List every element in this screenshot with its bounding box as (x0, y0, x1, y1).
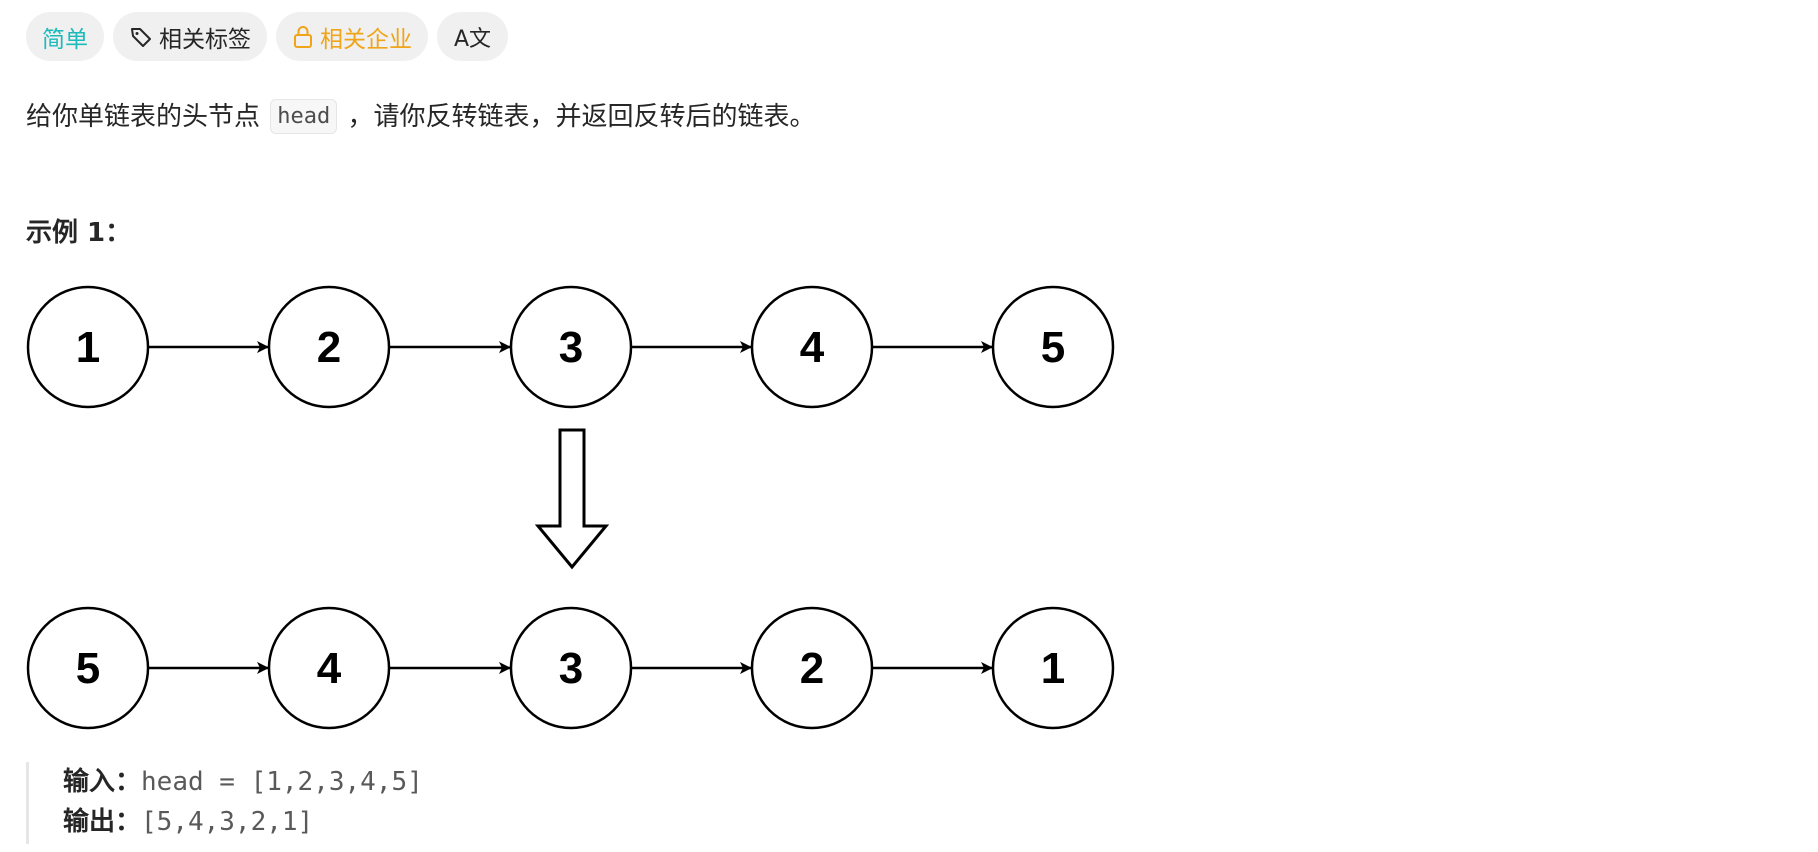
input-label: 输入： (63, 767, 142, 797)
related-companies-button[interactable]: 相关企业 (276, 12, 428, 61)
transform-down-arrow (534, 428, 610, 570)
example-title: 示例 1： (26, 218, 132, 248)
bottom-node-label-4: 2 (800, 644, 824, 693)
difficulty-badge[interactable]: 简单 (26, 12, 104, 61)
top-node-label-5: 5 (1041, 323, 1065, 372)
reversed-list-row: 5 4 3 2 1 (26, 606, 1115, 730)
related-companies-label: 相关企业 (320, 26, 412, 53)
description-text-before: 给你单链表的头节点 (26, 102, 261, 132)
top-node-3 (509, 285, 633, 409)
related-tags-label: 相关标签 (159, 26, 251, 53)
example-output-line: 输出：[5,4,3,2,1] (63, 802, 423, 842)
input-value: head = [1,2,3,4,5] (141, 767, 423, 797)
problem-description: 给你单链表的头节点 head ，请你反转链表，并返回反转后的链表。 (26, 96, 816, 134)
description-text-after: ，请你反转链表，并返回反转后的链表。 (347, 102, 816, 132)
top-node-5 (991, 285, 1115, 409)
problem-tags: 简单 相关标签 相关企业 A文 (26, 12, 509, 61)
related-tags-button[interactable]: 相关标签 (113, 12, 267, 61)
bottom-node-2 (267, 606, 391, 730)
bottom-node-5 (991, 606, 1115, 730)
top-node-label-3: 3 (559, 323, 583, 372)
top-node-2 (267, 285, 391, 409)
linked-list-diagram: 1 2 3 4 5 5 4 3 2 1 (26, 285, 1115, 730)
original-list-row: 1 2 3 4 5 (26, 285, 1115, 409)
bottom-node-label-1: 5 (76, 644, 100, 693)
bottom-node-label-3: 3 (559, 644, 583, 693)
tag-icon (129, 25, 153, 49)
top-node-label-4: 4 (800, 323, 825, 372)
example-input-line: 输入：head = [1,2,3,4,5] (63, 762, 423, 802)
bottom-node-3 (509, 606, 633, 730)
difficulty-label: 简单 (42, 26, 88, 53)
bottom-node-label-5: 1 (1041, 644, 1065, 693)
output-label: 输出： (63, 807, 142, 837)
output-value: [5,4,3,2,1] (141, 807, 314, 837)
top-node-label-1: 1 (76, 323, 100, 372)
example-block: 输入：head = [1,2,3,4,5] 输出：[5,4,3,2,1] (26, 762, 423, 844)
bottom-node-4 (750, 606, 874, 730)
translate-button[interactable]: A文 (437, 12, 509, 61)
translate-icon: A文 (454, 26, 492, 52)
bottom-node-label-2: 4 (317, 644, 342, 693)
top-node-1 (26, 285, 150, 409)
top-node-4 (750, 285, 874, 409)
inline-code-head: head (270, 99, 338, 134)
top-node-label-2: 2 (317, 323, 341, 372)
lock-icon (292, 25, 314, 49)
bottom-node-1 (26, 606, 150, 730)
